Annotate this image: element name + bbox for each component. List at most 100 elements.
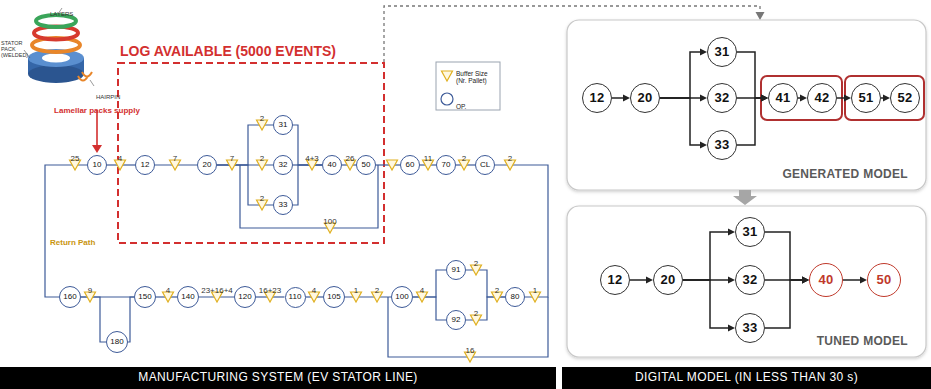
label-box: LOG AVAILABLE (5000 EVENTS) — [120, 42, 336, 60]
panel-ground — [567, 206, 926, 357]
model-panel: TUNED MODEL12203132334050 — [567, 206, 926, 357]
connector — [683, 280, 735, 332]
connector-line — [683, 280, 728, 328]
buffer-size: 1 — [533, 287, 537, 296]
region-title: LOG AVAILABLE (5000 EVENTS) — [120, 44, 336, 59]
connector-line — [881, 97, 883, 99]
operation-number: 20 — [660, 273, 675, 287]
buffer-size: 9 — [88, 287, 92, 296]
label-box: 2 — [474, 252, 478, 270]
operation-circle: 33 — [273, 195, 293, 215]
label-box: 4 — [118, 147, 122, 165]
label-box: 23+16+4 — [201, 279, 233, 297]
operation-number: 12 — [589, 91, 604, 105]
connector-line — [293, 125, 322, 165]
connector — [466, 270, 505, 297]
buffer-triangle — [387, 160, 398, 170]
buffer-size: 2 — [260, 195, 264, 204]
label-box: 4 — [420, 279, 424, 297]
connector-line — [413, 297, 446, 320]
operation-circle: 80 — [505, 287, 525, 307]
buffer-size: 11 — [424, 155, 432, 164]
operation-number: 32 — [714, 91, 729, 105]
panel-ground — [567, 20, 926, 190]
arrow-head — [728, 325, 735, 332]
legend-text: Buffer Size (Nr. Pallet) — [456, 70, 496, 84]
operation-circle: 32 — [273, 155, 293, 175]
connector-line — [660, 98, 700, 145]
label-box: 2 — [508, 147, 512, 165]
model-panel: GENERATED MODEL122031323341425152 — [567, 20, 926, 190]
operation-number: 50 — [876, 273, 891, 287]
label-box: 2 — [495, 279, 499, 297]
buffer-size: 4 — [312, 287, 316, 296]
operation-circle: 40 — [809, 263, 843, 297]
label-box: HAIRPIN — [96, 85, 120, 103]
connector — [765, 277, 809, 284]
arrow-head — [800, 95, 807, 102]
connector — [660, 98, 707, 149]
connector-line — [217, 165, 273, 205]
connector — [683, 229, 735, 281]
label-box: 2 — [260, 147, 264, 165]
operation-circle: 105 — [323, 286, 345, 308]
arrow-head — [623, 95, 630, 102]
connector — [612, 95, 630, 102]
operation-number: 80 — [511, 293, 520, 302]
buffer-size: 26 — [346, 155, 355, 164]
operation-circle: 92 — [446, 310, 466, 330]
buffer-size: 25 — [71, 155, 80, 164]
label-box: 2 — [260, 107, 264, 125]
label-box: 9 — [88, 279, 92, 297]
operation-number: 105 — [327, 293, 340, 302]
operation-number: 31 — [742, 225, 757, 239]
arrow-head — [860, 277, 867, 284]
operation-circle: 52 — [890, 83, 920, 113]
operation-circle: 12 — [600, 265, 630, 295]
arrow-head — [883, 95, 890, 102]
connector — [765, 277, 809, 329]
operation-number: 150 — [138, 293, 151, 302]
legend-box — [436, 62, 500, 110]
connector — [843, 277, 867, 284]
operation-circle: 42 — [807, 83, 837, 113]
buffer-size: 16+23 — [259, 287, 281, 296]
operation-number: 20 — [637, 91, 652, 105]
connector-line — [466, 270, 505, 297]
operation-number: 10 — [93, 161, 102, 170]
operation-circle: CL — [475, 155, 495, 175]
operation-circle: 150 — [134, 286, 156, 308]
buffer-size: 2 — [260, 155, 264, 164]
operation-circle: 40 — [322, 155, 342, 175]
label-box: 26 — [346, 147, 355, 165]
connector — [413, 297, 446, 320]
panel-title: TUNED MODEL — [817, 335, 908, 348]
band-text: MANUFACTURING SYSTEM (EV STATOR LINE) — [138, 371, 418, 384]
operation-number: 20 — [203, 161, 212, 170]
legend-text: OP. — [456, 103, 496, 110]
label-box: 4+3 — [305, 147, 319, 165]
operation-number: CL — [480, 161, 490, 170]
buffer-size: 4 — [420, 287, 424, 296]
buffer-size: 2 — [474, 260, 478, 269]
operation-number: 12 — [607, 273, 622, 287]
connector-line — [345, 296, 391, 297]
supply-note: Lamellar packs supply — [54, 107, 140, 116]
operation-number: 32 — [279, 161, 288, 170]
operation-number: 51 — [858, 91, 873, 105]
connector-line — [765, 280, 802, 328]
label-box: 4 — [312, 279, 316, 297]
tuning-arrow — [733, 190, 757, 205]
arrow-head — [802, 277, 809, 284]
operation-circle: 51 — [851, 83, 881, 113]
panel-title: GENERATED MODEL — [782, 168, 908, 181]
operation-number: 12 — [141, 161, 150, 170]
connector — [345, 297, 391, 298]
connector — [737, 95, 768, 102]
operation-number: 50 — [362, 161, 371, 170]
operation-circle: 140 — [177, 286, 199, 308]
operation-circle: 160 — [59, 286, 81, 308]
arrow-head — [728, 229, 735, 236]
label-box: 2 — [474, 302, 478, 320]
